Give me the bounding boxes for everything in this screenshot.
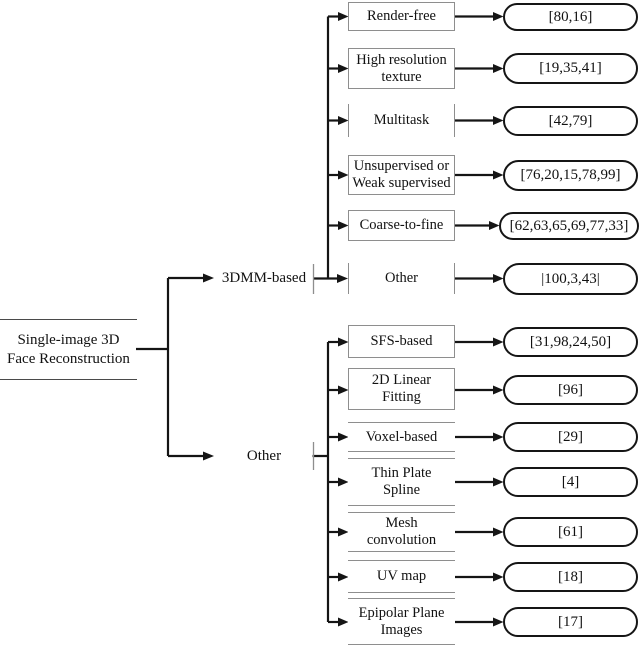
category-box-high-resolution-texture: High resolution texture (348, 48, 455, 89)
refs-text: [29] (558, 428, 583, 445)
category-box-coarse-to-fine: Coarse-to-fine (348, 210, 455, 241)
refs-pill-coarse-to-fine: [62,63,65,69,77,33] (499, 212, 639, 240)
category-label-line: 2D Linear (371, 372, 432, 388)
category-box-thin-plate-spline: Thin Plate Spline (348, 458, 455, 506)
category-label-line: Unsupervised or (353, 158, 450, 174)
branch-node-other: Other (214, 444, 314, 468)
category-box-epipolar-plane-images: Epipolar Plane Images (348, 598, 455, 645)
category-label-line: Other (384, 270, 418, 286)
category-label-line: convolution (366, 532, 437, 548)
category-label-line: Thin Plate (371, 465, 432, 481)
root-label-line: Face Reconstruction (7, 350, 130, 367)
branch-label: 3DMM-based (221, 270, 307, 286)
category-label-line: Epipolar Plane (358, 604, 445, 621)
refs-pill-high-resolution-texture: [19,35,41] (503, 53, 638, 84)
refs-pill-epipolar-plane-images: [17] (503, 607, 638, 637)
category-label-line: High resolution (356, 51, 447, 68)
category-label-line: Fitting (382, 389, 421, 405)
category-label-line: Coarse-to-fine (359, 217, 444, 233)
refs-text: [4] (561, 473, 580, 490)
refs-text: [18] (558, 568, 583, 585)
category-box-unsupervised-weak-supervised: Unsupervised or Weak supervised (348, 155, 455, 195)
refs-pill-thin-plate-spline: [4] (503, 467, 638, 497)
refs-pill-voxel-based: [29] (503, 422, 638, 452)
refs-text: [80,16] (548, 8, 593, 25)
category-label-line: SFS-based (370, 333, 433, 349)
refs-pill-uv-map: [18] (503, 562, 638, 592)
refs-text: [31,98,24,50] (529, 333, 612, 350)
category-box-sfs-based: SFS-based (348, 325, 455, 358)
category-label-line: Weak supervised (352, 175, 451, 191)
refs-pill-other-3dmm: |100,3,43| (503, 263, 638, 295)
category-box-render-free: Render-free (348, 2, 455, 31)
category-box-other-3dmm: Other (348, 263, 455, 294)
category-box-mesh-convolution: Mesh convolution (348, 512, 455, 552)
refs-pill-render-free: [80,16] (503, 3, 638, 31)
root-node: Single-image 3D Face Reconstruction (0, 319, 137, 380)
category-label-line: Multitask (373, 112, 430, 128)
refs-text: |100,3,43| (541, 270, 600, 287)
category-label-line: Voxel-based (365, 428, 438, 445)
refs-text: [17] (558, 613, 583, 630)
refs-pill-multitask: [42,79] (503, 106, 638, 136)
refs-pill-unsupervised-weak-supervised: [76,20,15,78,99] (503, 160, 638, 191)
refs-text: [76,20,15,78,99] (520, 167, 621, 183)
category-box-uv-map: UV map (348, 560, 455, 593)
refs-text: [62,63,65,69,77,33] (509, 217, 629, 234)
category-label-line: Mesh (385, 515, 418, 531)
refs-text: [96] (558, 381, 583, 398)
arrowheads (203, 12, 504, 627)
refs-text: [19,35,41] (539, 60, 602, 76)
refs-text: [42,79] (548, 112, 593, 129)
refs-pill-sfs-based: [31,98,24,50] (503, 327, 638, 357)
category-box-voxel-based: Voxel-based (348, 422, 455, 452)
category-label-line: texture (381, 68, 422, 85)
refs-text: [61] (558, 523, 583, 540)
refs-pill-mesh-convolution: [61] (503, 517, 638, 547)
branch-label: Other (246, 448, 282, 464)
category-label-line: Images (380, 621, 423, 638)
refs-pill-2d-linear-fitting: [96] (503, 375, 638, 405)
category-label-line: Spline (382, 482, 421, 498)
root-label-line: Single-image 3D (17, 331, 120, 348)
category-box-2d-linear-fitting: 2D Linear Fitting (348, 368, 455, 410)
tree-lines (136, 15, 494, 624)
branch-node-3dmm-based: 3DMM-based (214, 266, 314, 290)
category-label-line: Render-free (367, 8, 436, 24)
category-label-line: UV map (376, 568, 427, 584)
category-box-multitask: Multitask (348, 104, 455, 137)
